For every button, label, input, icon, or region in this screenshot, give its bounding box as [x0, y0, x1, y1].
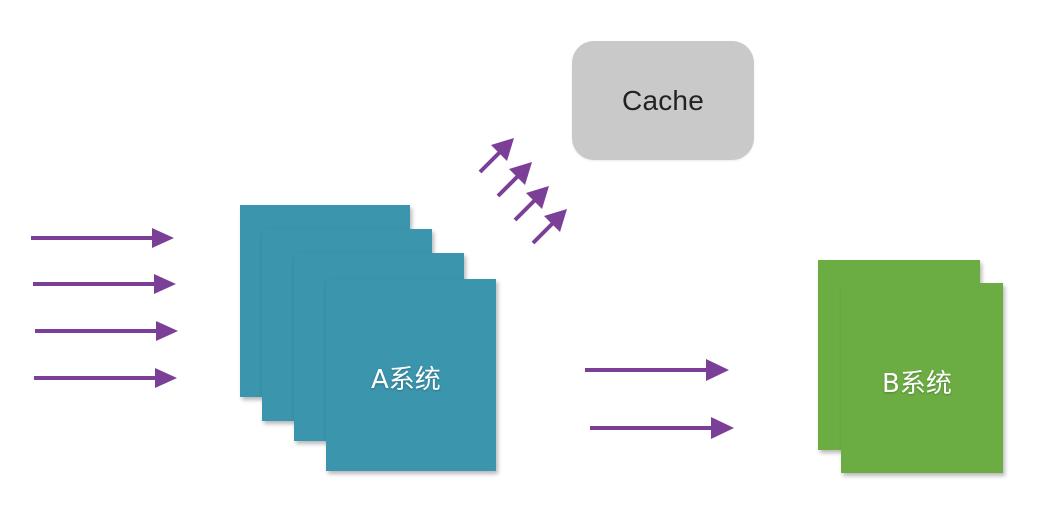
cache-arrow — [513, 186, 549, 222]
system-b-label: B系统 — [882, 369, 952, 399]
incoming-arrow — [31, 228, 174, 248]
cache-node: Cache — [572, 41, 754, 160]
cache-arrow — [496, 162, 532, 198]
system-b-card-front: B系统 — [841, 283, 1003, 473]
cache-arrow — [531, 209, 567, 245]
incoming-arrow — [34, 368, 177, 388]
system-a-label: A系统 — [371, 365, 441, 395]
a-to-b-arrow — [585, 359, 729, 381]
cache-label: Cache — [622, 84, 704, 116]
system-a-card-front: A系统 — [326, 279, 496, 471]
incoming-arrow — [33, 274, 176, 294]
cache-arrow — [478, 138, 514, 174]
incoming-arrow — [35, 321, 178, 341]
a-to-b-arrow — [590, 417, 734, 439]
